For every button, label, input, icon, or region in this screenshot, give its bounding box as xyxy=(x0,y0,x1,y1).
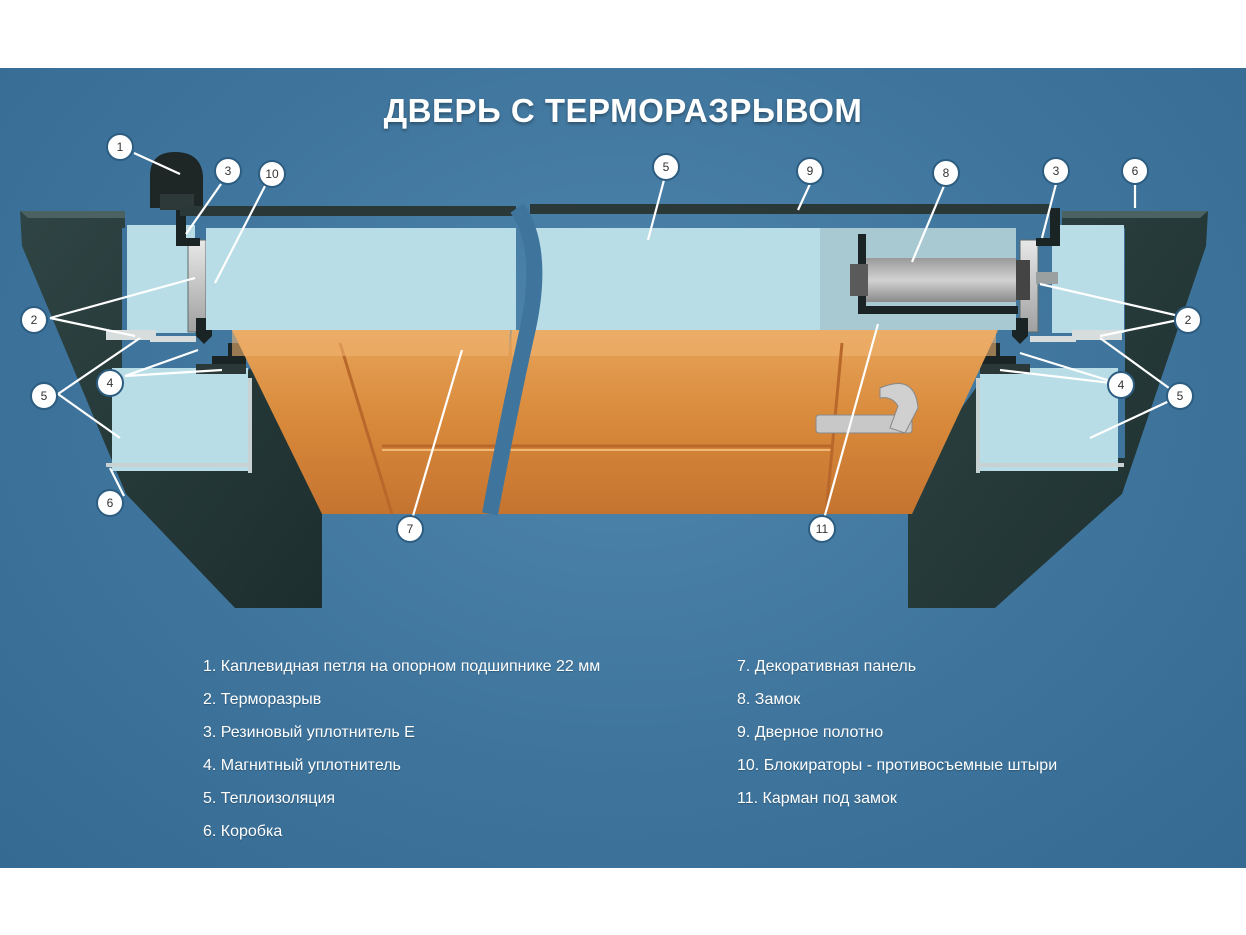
callout-3-right: 3 xyxy=(1042,157,1070,185)
callout-2-right: 2 xyxy=(1174,306,1202,334)
legend-item: 7. Декоративная панель xyxy=(737,658,917,675)
diagram-panel: 1 3 10 2 4 5 6 7 5 9 8 3 6 2 4 5 11 ДВЕР… xyxy=(0,68,1246,868)
callout-7-label: 7 xyxy=(407,522,414,536)
callout-10-label: 10 xyxy=(265,167,279,181)
callout-8-label: 8 xyxy=(943,166,950,180)
callout-6-right-label: 6 xyxy=(1132,164,1139,178)
callout-5-right: 5 xyxy=(1166,382,1194,410)
left-door-frame xyxy=(20,211,322,608)
lock-pocket xyxy=(858,234,1018,314)
legend-left: 1. Каплевидная петля на опорном подшипни… xyxy=(203,650,600,848)
door-cross-section: 1 3 10 2 4 5 6 7 5 9 8 3 6 2 4 5 11 xyxy=(20,133,1208,608)
left-insulation-lower xyxy=(112,368,248,471)
hinge xyxy=(150,152,203,210)
callout-6-left: 6 xyxy=(96,489,124,517)
door-leaf-left xyxy=(180,206,516,515)
right-insulation-upper xyxy=(1052,225,1124,333)
callout-8: 8 xyxy=(932,159,960,187)
callout-1-label: 1 xyxy=(117,140,124,154)
callout-5-left: 5 xyxy=(30,382,58,410)
legend-right: 7. Декоративная панель 8. Замок 9. Дверн… xyxy=(737,650,1057,815)
callout-4-left-label: 4 xyxy=(107,376,114,390)
legend-item: 11. Карман под замок xyxy=(737,790,897,807)
callout-2-left: 2 xyxy=(20,306,48,334)
callout-4-right: 4 xyxy=(1107,371,1135,399)
callout-1: 1 xyxy=(106,133,134,161)
callout-5-right-label: 5 xyxy=(1177,389,1184,403)
callout-6-left-label: 6 xyxy=(107,496,114,510)
callout-9: 9 xyxy=(796,157,824,185)
callout-3-left: 3 xyxy=(214,157,242,185)
callout-11: 11 xyxy=(808,515,836,543)
callout-7: 7 xyxy=(396,515,424,543)
door-handle xyxy=(815,383,919,434)
callout-2-right-label: 2 xyxy=(1185,313,1192,327)
callout-10: 10 xyxy=(258,160,286,188)
callout-4-right-label: 4 xyxy=(1118,378,1125,392)
legend-item: 4. Магнитный уплотнитель xyxy=(203,757,401,774)
callout-5-left-label: 5 xyxy=(41,389,48,403)
right-rubber-seal xyxy=(1036,208,1060,246)
legend-item: 6. Коробка xyxy=(203,823,283,840)
diagram-title: ДВЕРЬ С ТЕРМОРАЗРЫВОМ xyxy=(383,92,863,129)
legend-item: 5. Теплоизоляция xyxy=(203,790,336,807)
legend-item: 10. Блокираторы - противосъемные штыри xyxy=(737,757,1058,774)
callout-5-center: 5 xyxy=(652,153,680,181)
legend-item: 8. Замок xyxy=(737,691,801,708)
callout-2-left-label: 2 xyxy=(31,313,38,327)
legend-item: 2. Терморазрыв xyxy=(203,691,322,708)
callout-3-left-label: 3 xyxy=(225,164,232,178)
callout-11-label: 11 xyxy=(816,522,829,536)
legend-item: 3. Резиновый уплотнитель Е xyxy=(203,724,415,741)
lock xyxy=(866,258,1016,302)
section-break xyxy=(482,203,543,516)
right-insulation-lower xyxy=(980,368,1118,471)
legend-item: 9. Дверное полотно xyxy=(737,724,884,741)
right-door-frame xyxy=(908,211,1208,608)
callout-9-label: 9 xyxy=(807,164,814,178)
callout-4-left: 4 xyxy=(96,369,124,397)
callout-5-center-label: 5 xyxy=(663,160,670,174)
left-rubber-seal xyxy=(176,208,200,246)
legend-item: 1. Каплевидная петля на опорном подшипни… xyxy=(203,658,601,675)
callout-6-right: 6 xyxy=(1121,157,1149,185)
leader-lines xyxy=(49,151,1189,527)
callout-3-right-label: 3 xyxy=(1053,164,1060,178)
